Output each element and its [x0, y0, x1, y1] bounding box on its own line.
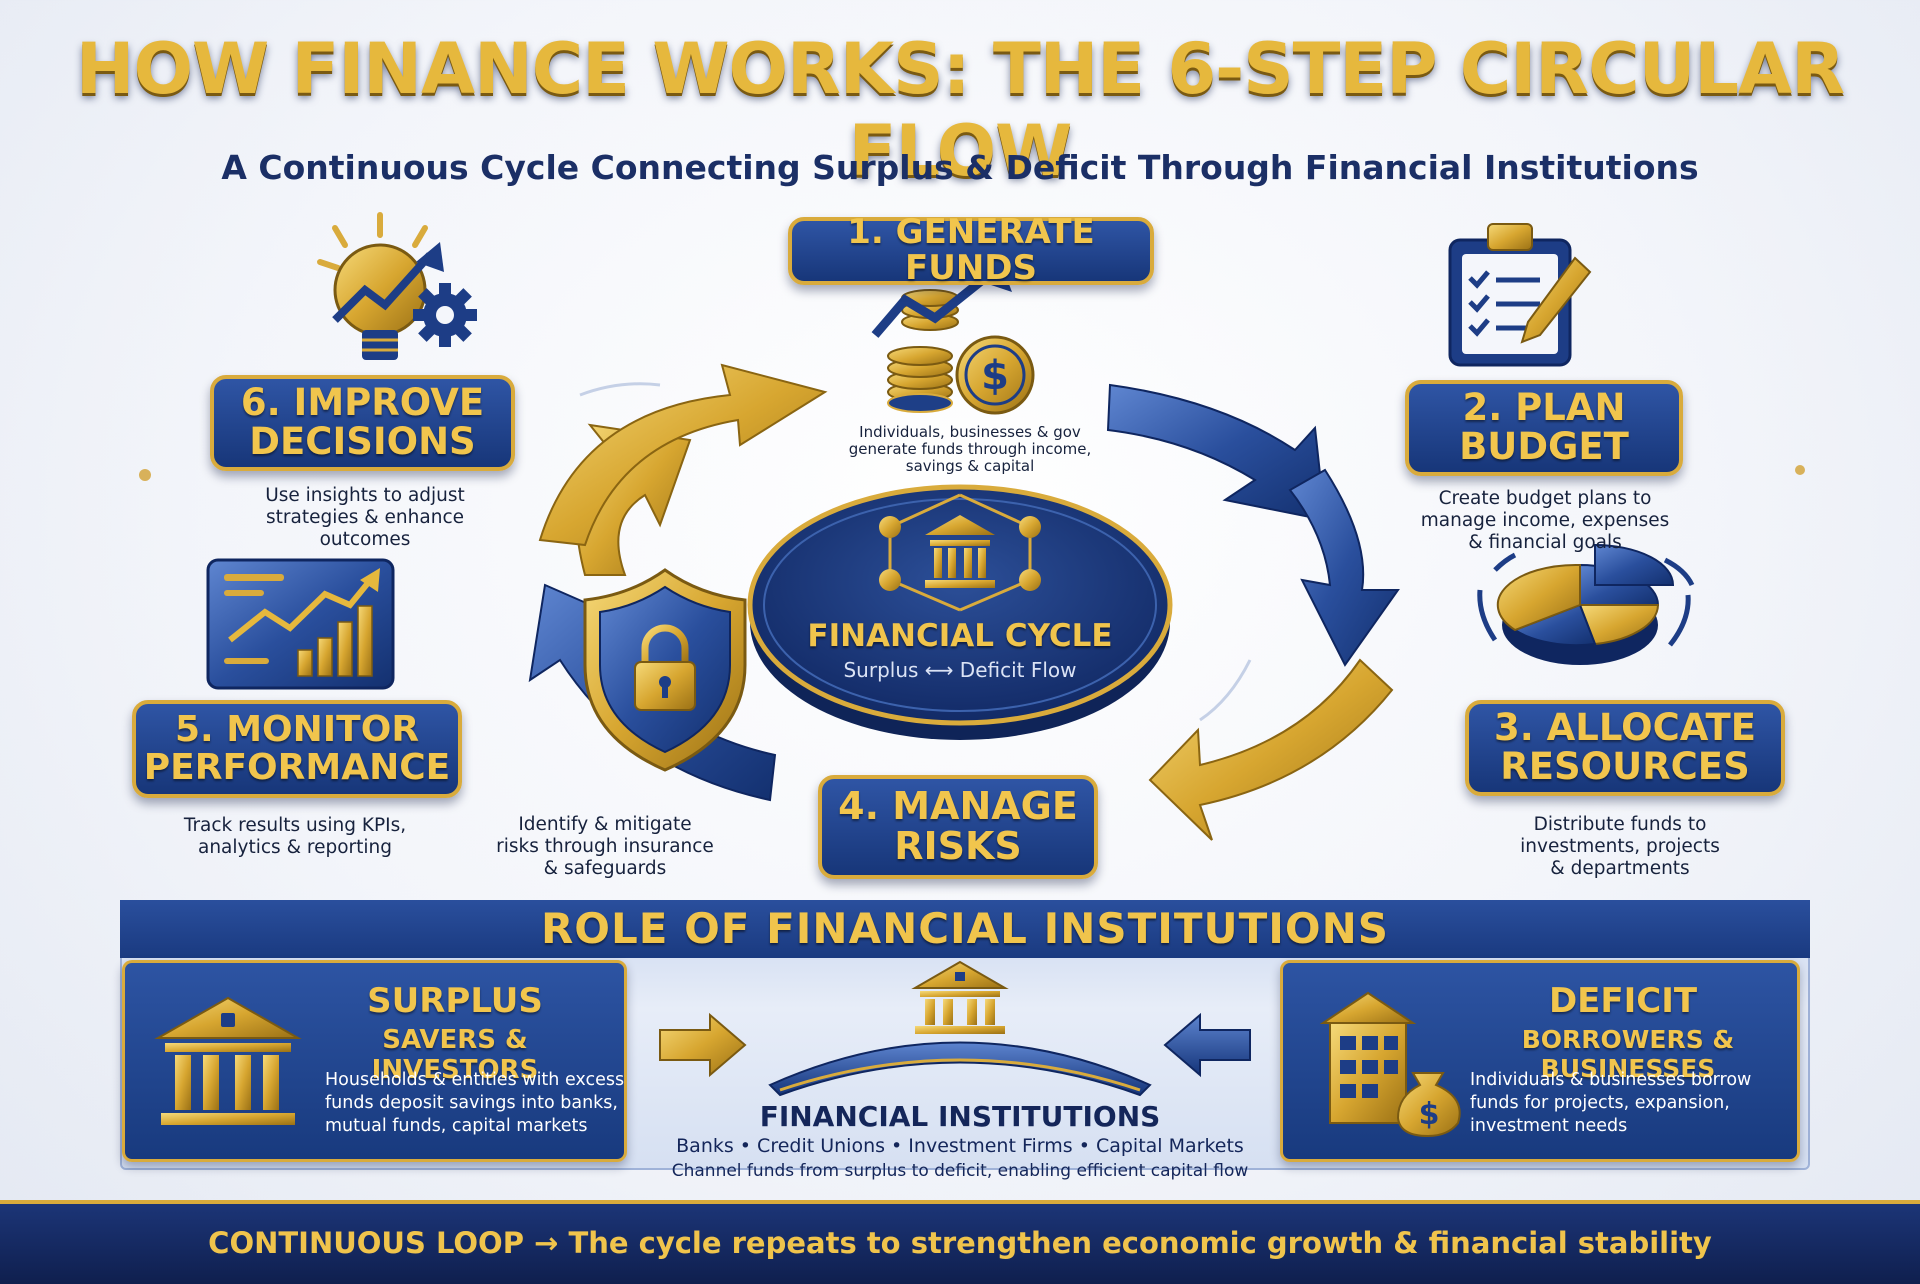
clipboard-checklist-icon — [1448, 223, 1592, 367]
deficit-box: $ DEFICIT BORROWERS & BUSINESSES Individ… — [1280, 960, 1800, 1162]
surplus-title: SURPLUS — [367, 981, 543, 1021]
step-5-description: Track results using KPIs,analytics & rep… — [183, 815, 407, 858]
svg-text:$: $ — [981, 353, 1009, 399]
cycle-arrow-3-to-4 — [1148, 658, 1394, 841]
financial-cycle-disc — [747, 484, 1173, 740]
deficit-subtitle: BORROWERS & BUSINESSES — [1521, 1025, 1735, 1083]
lightbulb-gear-icon — [317, 212, 477, 360]
deficit-title: DEFICIT — [1548, 981, 1698, 1021]
bank-network-icon — [879, 493, 1041, 612]
growth-dashboard-icon — [206, 558, 395, 690]
coins-dollar-growth-icon: $ — [871, 260, 1035, 415]
pie-chart-icon — [1477, 543, 1695, 665]
institutions-description: Channel funds from surplus to deficit, e… — [671, 1161, 1249, 1181]
bank-lock-icon — [154, 996, 302, 1125]
cycle-arrow-6-to-1 — [538, 363, 828, 547]
building-moneybag-icon: $ — [1319, 991, 1461, 1138]
surplus-subtitle: SAVERS & INVESTORS — [371, 1025, 539, 1085]
institutions-list: Banks • Credit Unions • Investment Firms… — [676, 1135, 1244, 1157]
institutions-title: FINANCIAL INSTITUTIONS — [759, 1100, 1161, 1133]
page-subtitle: A Continuous Cycle Connecting Surplus & … — [221, 148, 1699, 187]
center-title: FINANCIAL CYCLE — [807, 618, 1113, 654]
surplus-box: SURPLUS SAVERS & INVESTORS Households & … — [122, 960, 627, 1162]
role-heading: ROLE OF FINANCIAL INSTITUTIONS — [120, 900, 1810, 958]
svg-text:$: $ — [1419, 1097, 1440, 1132]
shield-lock-icon — [583, 568, 747, 772]
surplus-to-institutions-arrow — [659, 1012, 747, 1078]
bank-bridge-icon — [768, 960, 1152, 1097]
institutions-to-deficit-arrow — [1163, 1012, 1251, 1078]
center-subtitle: Surplus ⟷ Deficit Flow — [843, 658, 1077, 682]
footer-banner: CONTINUOUS LOOP → The cycle repeats to s… — [0, 1200, 1920, 1284]
step-1-label: 1. GENERATE FUNDS — [788, 214, 1154, 286]
cycle-arrow-2-to-3 — [1288, 468, 1400, 667]
page-title: HOW FINANCE WORKS: THE 6-STEP CIRCULAR F… — [75, 28, 1845, 192]
